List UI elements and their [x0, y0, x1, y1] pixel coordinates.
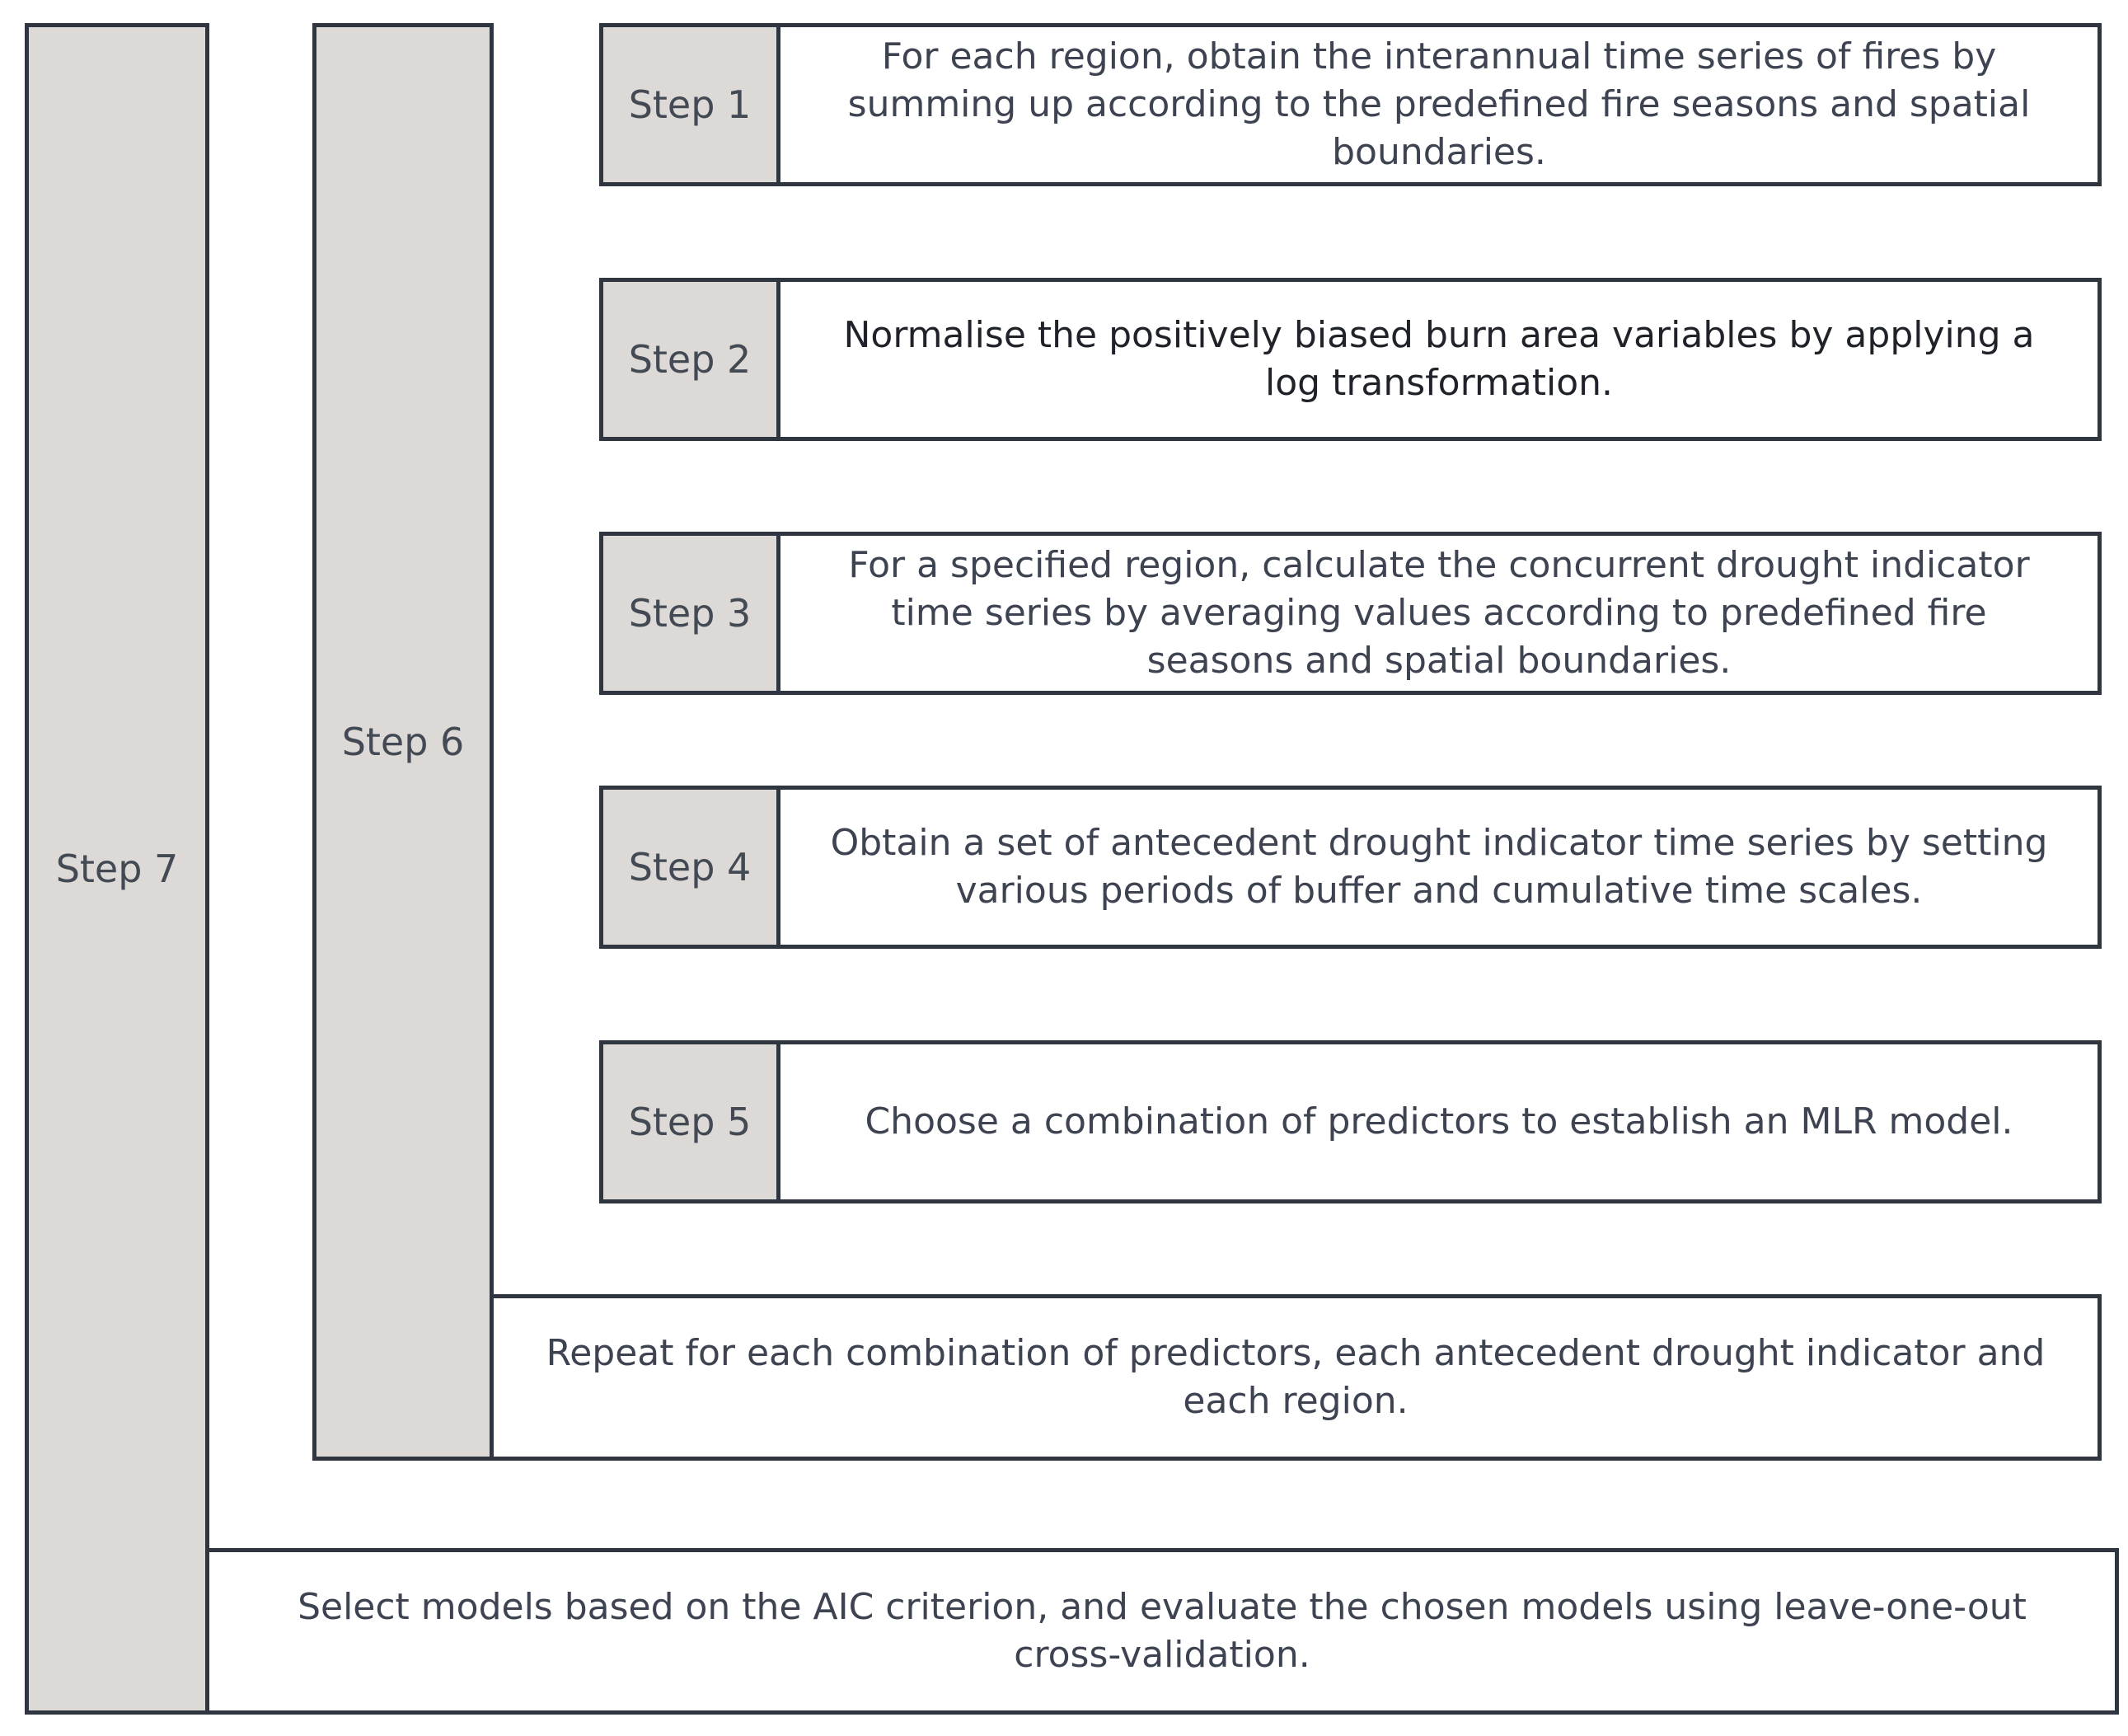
step1-description-box: For each region, obtain the interannual …	[776, 23, 2102, 186]
step4-description-box: Obtain a set of antecedent drought indic…	[776, 786, 2102, 949]
step5-row: Step 5 Choose a combination of predictor…	[599, 1040, 2102, 1203]
step4-row: Step 4 Obtain a set of antecedent drough…	[599, 786, 2102, 949]
step7-description: Select models based on the AIC criterion…	[298, 1586, 2027, 1676]
step4-label: Step 4	[628, 845, 752, 889]
step6-description-box: Repeat for each combination of predictor…	[490, 1294, 2102, 1461]
step4-label-box: Step 4	[599, 786, 780, 949]
step2-description-box: Normalise the positively biased burn are…	[776, 278, 2102, 441]
step6-label-column: Step 6	[312, 23, 494, 1461]
step7-description-box: Select models based on the AIC criterion…	[205, 1548, 2119, 1715]
step5-description-box: Choose a combination of predictors to es…	[776, 1040, 2102, 1203]
step5-label: Step 5	[628, 1100, 752, 1144]
step3-description: For a specified region, calculate the co…	[848, 544, 2030, 682]
step3-label: Step 3	[628, 591, 752, 636]
step2-label-box: Step 2	[599, 278, 780, 441]
step2-description: Normalise the positively biased burn are…	[843, 314, 2035, 404]
step5-label-box: Step 5	[599, 1040, 780, 1203]
step1-row: Step 1 For each region, obtain the inter…	[599, 23, 2102, 186]
step4-description: Obtain a set of antecedent drought indic…	[830, 822, 2048, 912]
step2-row: Step 2 Normalise the positively biased b…	[599, 278, 2102, 441]
step7-label: Step 7	[55, 847, 179, 891]
step1-description: For each region, obtain the interannual …	[847, 35, 2031, 173]
step3-description-box: For a specified region, calculate the co…	[776, 532, 2102, 695]
step5-description: Choose a combination of predictors to es…	[865, 1100, 2013, 1142]
step3-row: Step 3 For a specified region, calculate…	[599, 532, 2102, 695]
step6-description: Repeat for each combination of predictor…	[546, 1332, 2046, 1422]
step1-label-box: Step 1	[599, 23, 780, 186]
step7-label-column: Step 7	[25, 23, 209, 1715]
step3-label-box: Step 3	[599, 532, 780, 695]
step1-label: Step 1	[628, 82, 752, 127]
step6-label: Step 6	[341, 720, 465, 764]
step2-label: Step 2	[628, 337, 752, 382]
